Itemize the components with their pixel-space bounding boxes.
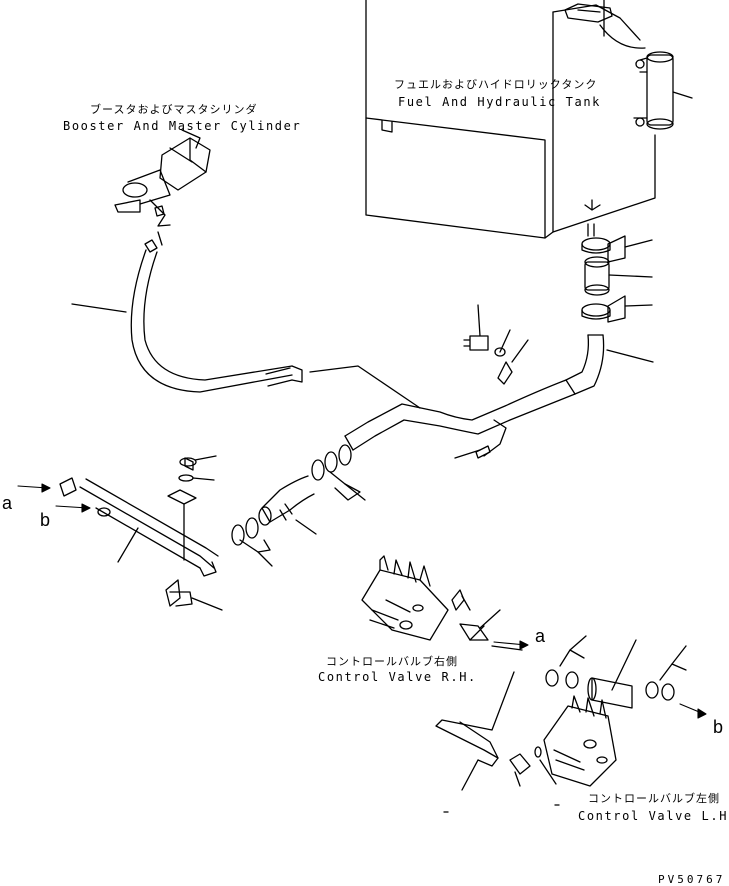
right-hose-clamps — [435, 635, 687, 791]
fuel-tank-label-jp: フュエルおよびハイドロリックタンク — [394, 78, 598, 91]
marker-a-right: a — [535, 626, 546, 646]
booster-label-en: Booster And Master Cylinder — [63, 119, 302, 133]
flow-arrows — [17, 483, 707, 719]
control-valve-rh — [361, 555, 523, 651]
marker-b-right: b — [713, 717, 724, 737]
center-hose-clamps — [231, 444, 366, 567]
tank-filter — [633, 51, 693, 130]
suction-hose — [344, 304, 654, 459]
left-pipe — [59, 455, 223, 611]
drawing-code: PV50767 — [658, 873, 726, 886]
cv-rh-label-jp: コントロールバルブ右側 — [326, 655, 458, 668]
control-valve-lh — [509, 695, 617, 787]
marker-b-left: b — [40, 510, 51, 530]
cv-rh-label-en: Control Valve R.H. — [318, 670, 477, 684]
cv-lh-label-jp: コントロールバルブ左側 — [588, 792, 720, 805]
marker-a-left: a — [2, 493, 13, 513]
cv-lh-label-en: Control Valve L.H. — [578, 809, 729, 823]
booster-label-jp: ブースタおよびマスタシリンダ — [90, 103, 258, 116]
brake-hose — [71, 239, 421, 409]
fuel-tank-label-en: Fuel And Hydraulic Tank — [398, 95, 601, 109]
leader-ticks — [443, 804, 560, 813]
fuel-tank — [365, 0, 693, 239]
outlet-clamps — [581, 235, 653, 323]
booster-master-cylinder — [114, 129, 211, 246]
